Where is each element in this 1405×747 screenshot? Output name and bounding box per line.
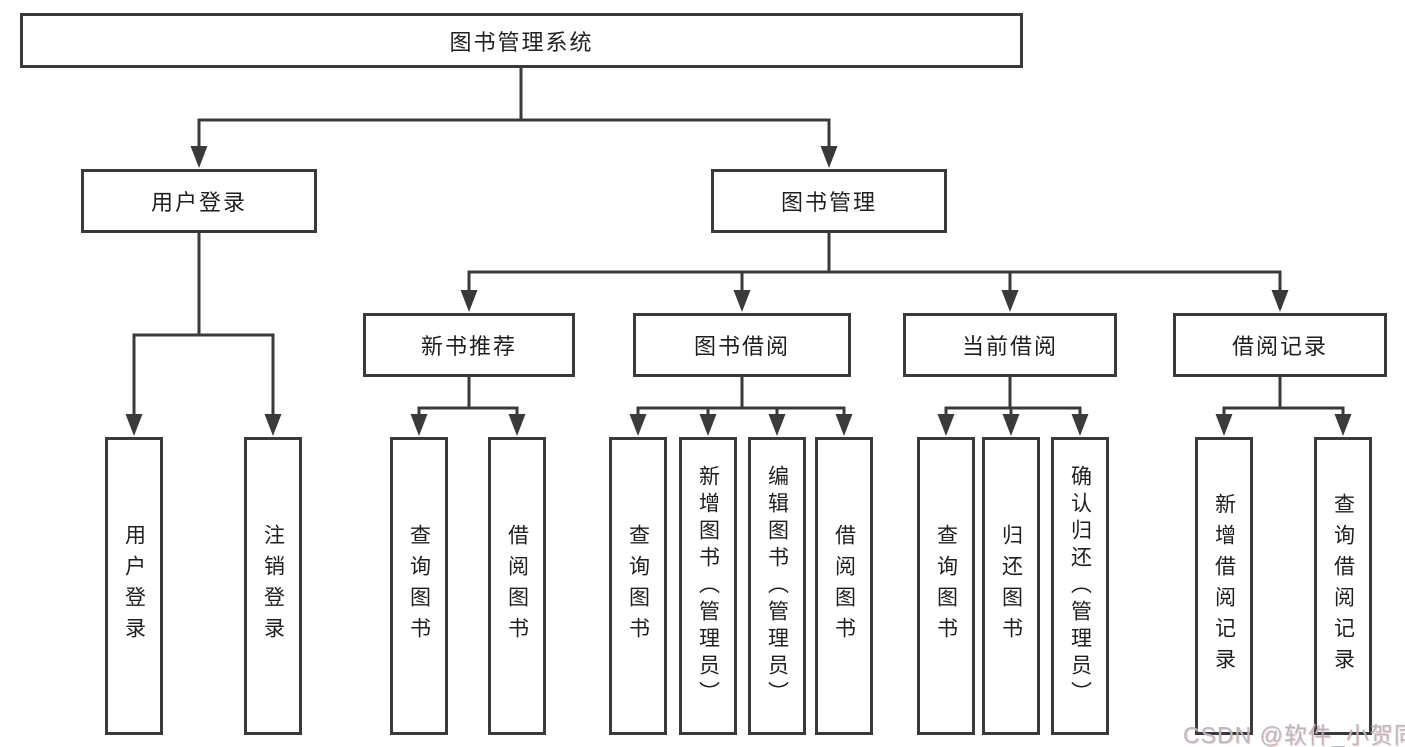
leaf-query-borrow-record-label: 查询借阅记录 — [1331, 493, 1355, 679]
leaf-query-books-recommend-label: 查询图书 — [407, 524, 431, 648]
leaf-add-books-admin-label: 新增图书（管理员） — [696, 464, 720, 708]
node-book-management-label: 图书管理 — [780, 190, 877, 215]
node-library-system: 图书管理系统 — [20, 13, 1023, 68]
leaf-add-borrow-record-label: 新增借阅记录 — [1212, 493, 1236, 679]
node-user-login: 用户登录 — [81, 169, 317, 233]
node-book-borrowing: 图书借阅 — [633, 313, 851, 377]
node-library-system-label: 图书管理系统 — [449, 29, 594, 55]
leaf-return-books: 归还图书 — [982, 437, 1040, 735]
leaf-logout-login-label: 注销登录 — [261, 524, 285, 648]
leaf-confirm-return-admin-label: 确认归还（管理员） — [1068, 464, 1092, 708]
node-new-book-recommendation: 新书推荐 — [363, 313, 575, 377]
leaf-query-books-borrowing-label: 查询图书 — [626, 524, 650, 648]
leaf-return-books-label: 归还图书 — [999, 524, 1023, 648]
leaf-edit-books-admin-label: 编辑图书（管理员） — [765, 464, 789, 708]
leaf-borrow-books-label: 借阅图书 — [832, 524, 856, 648]
leaf-user-login-label: 用户登录 — [122, 524, 146, 648]
node-current-borrowing-label: 当前借阅 — [961, 334, 1058, 359]
leaf-confirm-return-admin: 确认归还（管理员） — [1051, 437, 1109, 735]
node-current-borrowing: 当前借阅 — [903, 313, 1117, 377]
node-borrowing-records: 借阅记录 — [1173, 313, 1387, 377]
node-book-management: 图书管理 — [711, 169, 947, 233]
leaf-add-borrow-record: 新增借阅记录 — [1195, 437, 1253, 735]
leaf-query-borrow-record: 查询借阅记录 — [1314, 437, 1372, 735]
leaf-borrow-books: 借阅图书 — [815, 437, 873, 735]
leaf-edit-books-admin: 编辑图书（管理员） — [748, 437, 806, 735]
leaf-query-books-recommend: 查询图书 — [390, 437, 448, 735]
leaf-borrow-books-recommend-label: 借阅图书 — [505, 524, 529, 648]
leaf-add-books-admin: 新增图书（管理员） — [679, 437, 737, 735]
csdn-watermark: CSDN @软件_小贺同学 — [1183, 722, 1405, 747]
leaf-borrow-books-recommend: 借阅图书 — [488, 437, 546, 735]
node-book-borrowing-label: 图书借阅 — [693, 334, 790, 359]
leaf-query-books-borrowing: 查询图书 — [609, 437, 667, 735]
leaf-logout-login: 注销登录 — [244, 437, 302, 735]
leaf-user-login: 用户登录 — [105, 437, 163, 735]
leaf-query-books-current: 查询图书 — [917, 437, 975, 735]
node-user-login-label: 用户登录 — [150, 190, 247, 215]
node-borrowing-records-label: 借阅记录 — [1231, 334, 1328, 359]
node-new-book-recommendation-label: 新书推荐 — [420, 334, 517, 359]
arrowheads — [125, 146, 1352, 436]
leaf-query-books-current-label: 查询图书 — [934, 524, 958, 648]
